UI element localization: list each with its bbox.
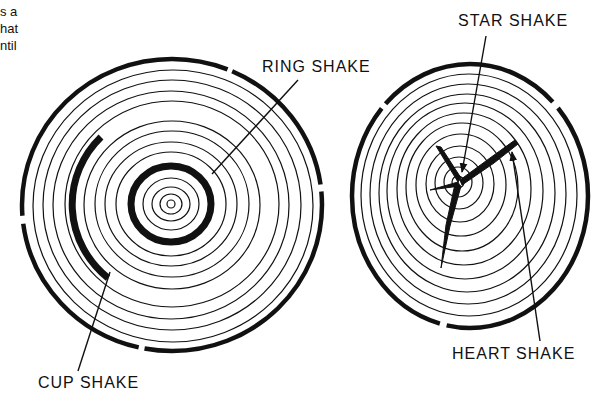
shake-label: HEART SHAKE (452, 345, 575, 363)
shake-label: CUP SHAKE (38, 374, 139, 392)
shake-label: RING SHAKE (262, 58, 371, 76)
leader-lines (78, 36, 540, 371)
heart-leader (512, 152, 540, 341)
ring-leader (212, 80, 298, 174)
star-shake-cracks (430, 140, 518, 268)
left-log (22, 59, 322, 351)
shake-label: STAR SHAKE (458, 12, 568, 30)
heart-shake-crack (460, 140, 518, 185)
cup-shake-crack (72, 137, 108, 278)
right-log (352, 64, 588, 328)
cropped-text: ntil (0, 38, 17, 53)
cup-leader (78, 272, 110, 371)
cropped-text: s a (0, 4, 17, 19)
star-leader (462, 36, 486, 172)
cropped-text: hat (0, 21, 18, 36)
